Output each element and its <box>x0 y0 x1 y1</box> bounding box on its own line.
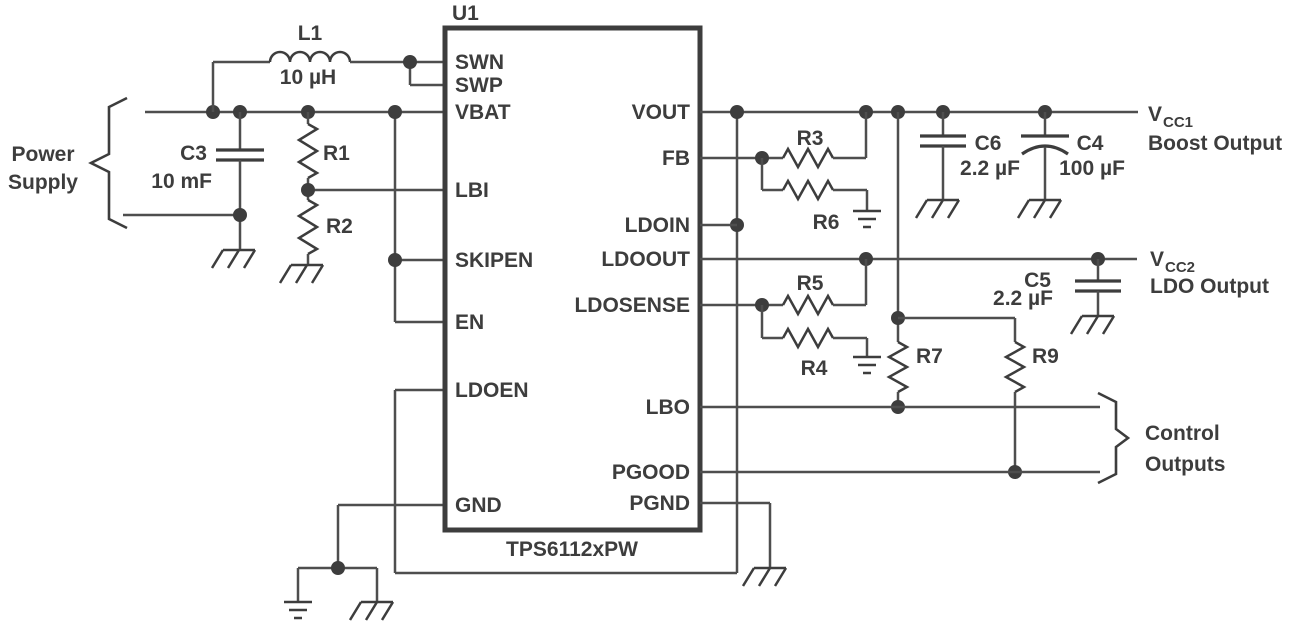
control-outputs-label-line1: Control <box>1145 422 1220 445</box>
resistor-r5 <box>700 259 868 317</box>
resistor-body <box>781 146 835 170</box>
ic-u1 <box>442 25 703 533</box>
pin-vbat: VBAT <box>455 101 511 124</box>
vcc1-subscript: CC1 <box>1163 114 1193 131</box>
junction-dot <box>403 55 417 69</box>
pin-ldoout: LDOOUT <box>601 248 690 271</box>
ground-icon <box>210 248 257 270</box>
ground-icon <box>348 600 395 622</box>
polarized-plate <box>1021 144 1069 156</box>
power-supply-label-line1: Power <box>11 143 74 166</box>
resistor-r7 <box>886 112 910 414</box>
resistor-body <box>781 293 835 317</box>
ground-icon <box>851 355 883 375</box>
vcc2-description: LDO Output <box>1150 275 1269 298</box>
r3-ref: R3 <box>797 127 824 150</box>
pin-pgood: PGOOD <box>612 461 690 484</box>
ic-part-number: TPS6112xPW <box>506 538 638 561</box>
c4-ref: C4 <box>1077 132 1104 155</box>
pin-ldosense: LDOSENSE <box>574 294 690 317</box>
vcc2-symbol: V <box>1150 248 1164 271</box>
junction-dot <box>301 183 315 197</box>
pin-vout: VOUT <box>632 101 691 124</box>
ground-icon <box>914 198 961 220</box>
inductor-coil <box>268 50 352 63</box>
control-outputs-label-line2: Outputs <box>1145 453 1225 476</box>
control-outputs-brace <box>1097 391 1131 485</box>
c6-ref: C6 <box>975 132 1002 155</box>
junction-dot <box>388 105 402 119</box>
resistor-body <box>1003 340 1027 394</box>
resistor-body <box>781 178 835 202</box>
c4-value: 100 µF <box>1059 157 1125 180</box>
capacitor-c5 <box>1069 259 1121 336</box>
capacitor-c6 <box>914 112 966 220</box>
pin-lbo: LBO <box>646 396 690 419</box>
c3-ref: C3 <box>180 142 207 165</box>
l1-value: 10 µH <box>280 66 336 89</box>
junction-dot <box>331 561 345 575</box>
ground-icon <box>1016 198 1063 220</box>
resistor-r4 <box>760 305 883 375</box>
r7-ref: R7 <box>916 345 943 368</box>
pin-lbi: LBI <box>455 179 489 202</box>
vcc2-subscript: CC2 <box>1165 259 1195 276</box>
c5-value: 2.2 µF <box>993 287 1053 310</box>
resistor-r1 <box>296 112 320 190</box>
pin-swp: SWP <box>455 74 503 97</box>
c5-ref: C5 <box>1024 269 1051 292</box>
ground-icon <box>851 209 883 229</box>
c6-value: 2.2 µF <box>960 157 1020 180</box>
r1-ref: R1 <box>323 142 350 165</box>
power-supply-label-line2: Supply <box>8 171 78 194</box>
capacitor-c3 <box>210 112 264 270</box>
pin-ldoin: LDOIN <box>625 214 690 237</box>
ic-ref: U1 <box>452 2 479 25</box>
ground-icon <box>282 600 314 620</box>
power-supply-brace <box>88 96 128 230</box>
pin-en: EN <box>455 311 484 334</box>
pin-gnd: GND <box>455 494 502 517</box>
net-vbat <box>123 105 445 322</box>
junction-dot <box>730 105 744 119</box>
junction-dot <box>388 253 402 267</box>
inductor-l1 <box>211 50 445 112</box>
capacitor-c4 <box>1016 112 1069 220</box>
ground-icon <box>278 263 325 285</box>
ic-body <box>442 25 703 533</box>
pin-pgnd: PGND <box>629 492 690 515</box>
pin-ldoen: LDOEN <box>455 379 529 402</box>
r9-ref: R9 <box>1032 345 1059 368</box>
r5-ref: R5 <box>797 272 824 295</box>
vcc1-symbol: V <box>1148 103 1162 126</box>
net-lbi <box>301 183 445 197</box>
net-ldoout <box>700 252 1137 266</box>
junction-dot <box>233 208 247 222</box>
resistor-body <box>296 122 320 180</box>
pin-fb: FB <box>662 147 690 170</box>
net-pgnd <box>700 501 788 588</box>
resistor-body <box>781 326 835 350</box>
resistor-body <box>886 340 910 394</box>
r2-ref: R2 <box>326 215 353 238</box>
l1-ref: L1 <box>298 22 323 45</box>
resistor-body <box>296 198 320 256</box>
pin-skipen: SKIPEN <box>455 249 533 272</box>
pin-swn: SWN <box>455 51 504 74</box>
resistor-r9 <box>898 316 1027 479</box>
ground-icon <box>741 566 788 588</box>
net-ldoen <box>393 388 737 575</box>
ground-icon <box>1069 314 1116 336</box>
vcc1-description: Boost Output <box>1148 132 1282 155</box>
resistor-r6 <box>760 158 883 229</box>
resistor-r3 <box>700 112 868 170</box>
r6-ref: R6 <box>813 211 840 234</box>
net-skipen-en <box>388 253 445 324</box>
c3-value: 10 mF <box>151 170 212 193</box>
net-gnd <box>282 503 445 622</box>
r4-ref: R4 <box>801 357 828 380</box>
resistor-r2 <box>278 190 325 285</box>
